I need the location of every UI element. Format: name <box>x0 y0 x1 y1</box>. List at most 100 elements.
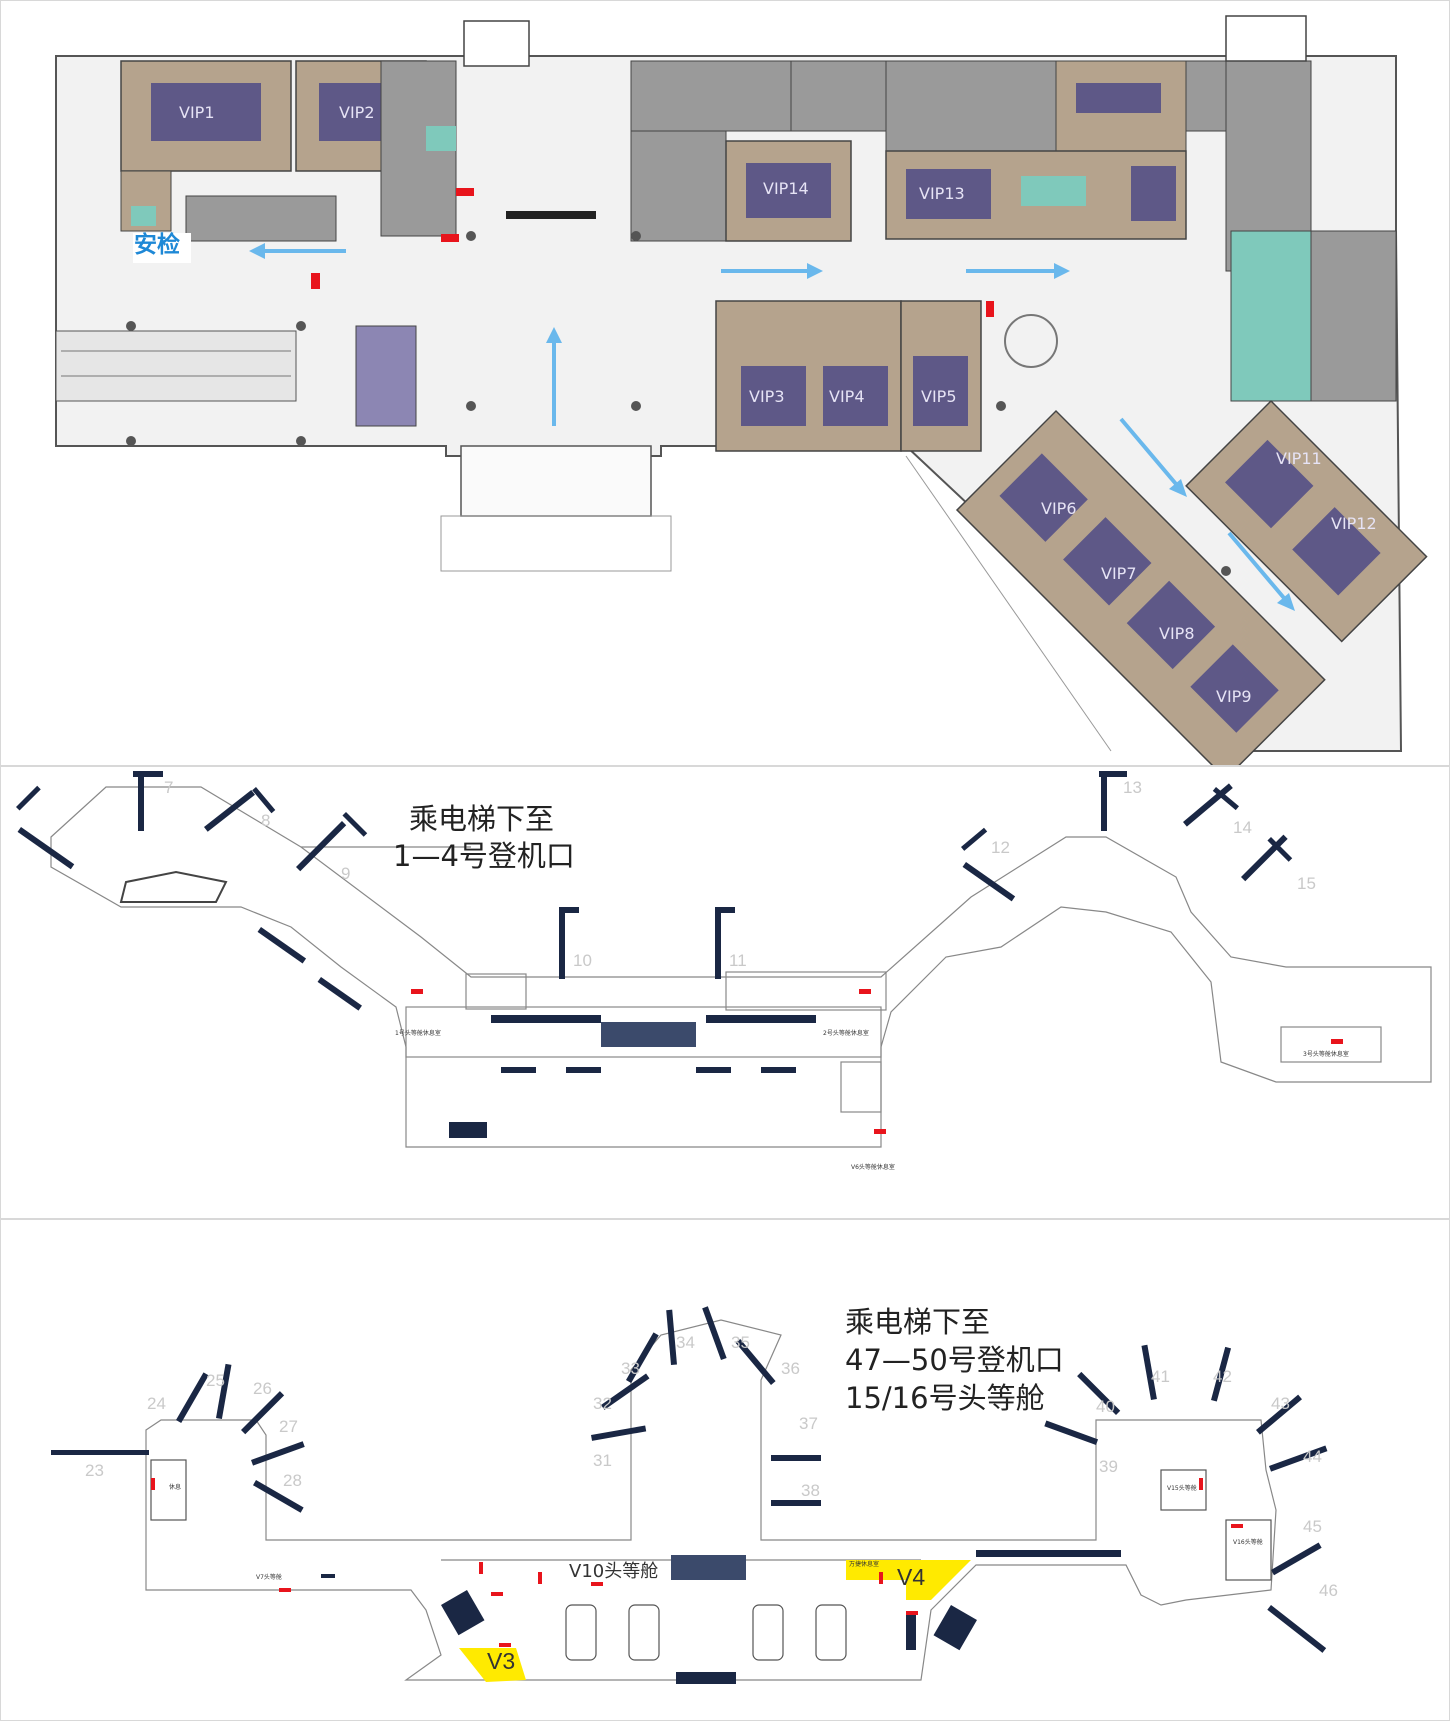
zone-v4 <box>846 1560 971 1600</box>
gate-10: 10 <box>573 951 592 970</box>
label-vip11: VIP11 <box>1276 449 1322 468</box>
gate-15: 15 <box>1297 874 1316 893</box>
gate-38: 38 <box>801 1481 820 1500</box>
restroom-left <box>131 206 156 226</box>
gate-27: 27 <box>279 1417 298 1436</box>
label-vip13: VIP13 <box>919 184 965 203</box>
label-vip5: VIP5 <box>921 387 957 406</box>
gates-1-4-floor-plan: 乘电梯下至 1—4号登机口 7 8 9 10 11 12 13 14 15 1号… <box>0 766 1450 1219</box>
office-top-1 <box>630 60 792 132</box>
gate-34: 34 <box>676 1333 695 1352</box>
vip10-table <box>1131 166 1176 221</box>
red-markers-a <box>411 989 1343 1134</box>
elevator-shafts-b <box>150 1459 1272 1661</box>
instruction-b-line-3: 15/16号头等舱 <box>845 1381 1045 1415</box>
gate-35: 35 <box>731 1333 750 1352</box>
gates-47-50-floor-plan: 乘电梯下至 47—50号登机口 15/16号头等舱 23 24 25 26 27… <box>0 1219 1450 1721</box>
lounge-v10-label: V10头等舱 <box>569 1561 659 1582</box>
gate-9: 9 <box>341 864 351 883</box>
diagonal-wing-right <box>1185 399 1428 643</box>
gate-44: 44 <box>1303 1447 1322 1466</box>
instruction-line-1: 乘电梯下至 <box>409 802 555 836</box>
label-vip1: VIP1 <box>179 103 215 122</box>
gate-40: 40 <box>1096 1397 1115 1416</box>
office-top-3 <box>885 60 1057 152</box>
label-vip3: VIP3 <box>749 387 785 406</box>
gate-11: 11 <box>729 951 747 970</box>
vip-hall-floor-plan: 安检 VIP1 VIP2 VIP14 VIP13 VIP3 VIP4 VIP5 … <box>0 0 1450 766</box>
stair-core-2 <box>1225 15 1307 62</box>
vip1-table <box>151 83 261 141</box>
gate-31: 31 <box>593 1451 612 1470</box>
vip4-table <box>823 366 888 426</box>
gate-37: 37 <box>799 1414 818 1433</box>
label-vip14: VIP14 <box>763 179 809 198</box>
escalator-zone <box>55 330 297 402</box>
restroom-block-right <box>1230 230 1312 402</box>
office-mid <box>630 130 727 242</box>
gate-42: 42 <box>1213 1367 1232 1386</box>
v7-label: V7头等舱 <box>256 1574 282 1581</box>
entrance-canopy <box>440 515 672 572</box>
entrance-bay <box>460 445 652 517</box>
office-top-4 <box>1185 60 1227 132</box>
label-vip7: VIP7 <box>1101 564 1137 583</box>
gate-45: 45 <box>1303 1517 1322 1536</box>
security-label: 安检 <box>134 232 180 258</box>
gate-12: 12 <box>991 838 1010 857</box>
gate-7: 7 <box>164 778 174 797</box>
jet-bridges-a <box>16 771 1293 1138</box>
vip8-table <box>1126 580 1216 670</box>
office-top-2 <box>790 60 887 132</box>
lounge-2-label: 2号头等舱休息室 <box>823 1030 869 1037</box>
gate-26: 26 <box>253 1379 272 1398</box>
wing-vip11-12 <box>1185 399 1428 643</box>
gate-8: 8 <box>261 811 271 830</box>
lounge-v6-label: V6头等舱休息室 <box>851 1164 895 1171</box>
direction-arrows <box>249 243 1295 611</box>
vip11-table <box>1225 439 1314 529</box>
gate-25: 25 <box>206 1371 225 1390</box>
security-label-bg <box>133 233 191 263</box>
stair-core-1 <box>463 20 530 67</box>
gate-28: 28 <box>283 1471 302 1490</box>
zone-v4-label: V4 <box>897 1564 926 1590</box>
vip13-table <box>906 169 991 219</box>
staff-table <box>1076 83 1161 113</box>
gate-13: 13 <box>1123 778 1142 797</box>
v15-label: V15头等舱 <box>1167 1485 1197 1492</box>
zone-v3 <box>459 1648 526 1682</box>
v16-label: V16头等舱 <box>1233 1539 1263 1546</box>
vip9-table <box>1190 644 1279 733</box>
facade-line <box>905 455 1112 752</box>
label-vip6: VIP6 <box>1041 499 1077 518</box>
jet-bridges-b <box>51 1306 1328 1684</box>
gate-41: 41 <box>1151 1367 1170 1386</box>
concourse-b-drawing <box>51 1306 1328 1684</box>
instruction-b-line-1: 乘电梯下至 <box>845 1305 991 1339</box>
gate-23: 23 <box>85 1461 104 1480</box>
columns <box>126 231 1231 576</box>
label-vip4: VIP4 <box>829 387 865 406</box>
concourse-a-outline <box>50 786 1432 1148</box>
red-markers-b <box>151 1478 1243 1647</box>
red-markers <box>311 188 994 317</box>
label-vip12: VIP12 <box>1331 514 1377 533</box>
vip5-table <box>913 356 968 426</box>
restroom-vip13 <box>1021 176 1086 206</box>
gate-32: 32 <box>593 1394 612 1413</box>
vip14-table <box>746 163 831 218</box>
lounge-1-label: 1号头等舱休息室 <box>395 1030 441 1037</box>
gate-43: 43 <box>1271 1394 1290 1413</box>
lounge-3-label: 3号头等舱休息室 <box>1303 1051 1349 1058</box>
gate-24: 24 <box>147 1394 166 1413</box>
label-vip8: VIP8 <box>1159 624 1195 643</box>
vip3-table <box>741 366 806 426</box>
office-far-right <box>1310 230 1397 402</box>
vip-hall-floorplan-drawing <box>55 15 1428 765</box>
reception-desk <box>506 211 596 219</box>
vip6-table <box>999 453 1088 542</box>
wanjie-lounge-label: 万捷休息室 <box>849 1561 880 1568</box>
diagonal-wing-left <box>955 409 1326 765</box>
round-reception <box>1004 314 1058 368</box>
